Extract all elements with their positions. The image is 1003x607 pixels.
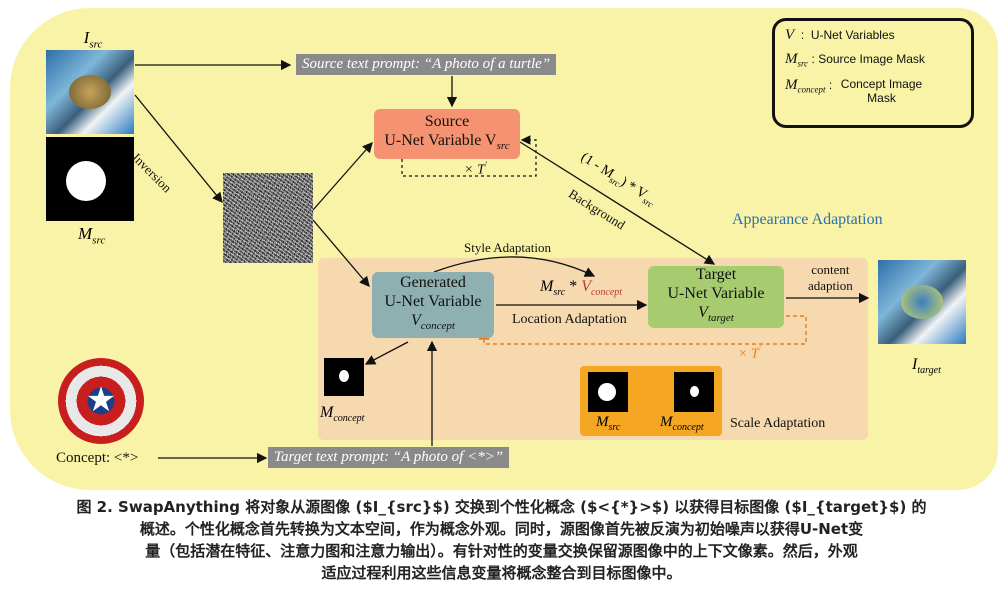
star-icon: ★ <box>85 382 117 419</box>
caption-line-3: 量（包括潜在特征、注意力图和注意力输出）。有针对性的变量交换保留源图像中的上下文… <box>145 542 858 560</box>
style-adaptation-label: Style Adaptation <box>464 240 552 255</box>
appearance-adaptation-label: Appearance Adaptation <box>732 211 883 228</box>
location-formula: Msrc * Vconcept <box>540 278 623 299</box>
target-unet-variable-box: Target U-Net Variable Vtarget <box>648 266 784 328</box>
times-t-right: × T′ <box>738 344 761 362</box>
i-target-label: Itarget <box>912 356 941 377</box>
scale-src-mask <box>588 372 628 412</box>
scale-m-concept-label: Mconcept <box>660 414 704 433</box>
legend-box: V : U-Net Variables Msrc : Source Image … <box>772 18 974 128</box>
concept-shield-image: ★ <box>58 358 144 444</box>
target-box-variable: Vtarget <box>698 304 734 325</box>
source-box-title: Source <box>424 112 470 130</box>
source-mask-image <box>46 137 134 221</box>
generated-box-title: Generated <box>400 274 466 292</box>
generated-box-subtitle: U-Net Variable <box>384 293 482 311</box>
scale-concept-mask <box>674 372 714 412</box>
i-src-label: Isrc <box>83 28 103 51</box>
source-box-subtitle: U-Net Variable Vsrc <box>384 131 510 153</box>
generated-unet-variable-box: Generated U-Net Variable Vconcept <box>372 272 494 338</box>
concept-mask-small <box>324 358 364 396</box>
caption-line-4: 适应过程利用这些信息变量将概念整合到目标图像中。 <box>321 564 682 582</box>
legend-mconcept-row: Mconcept : Concept Image Mask <box>785 77 923 105</box>
arrow-generated-to-mconcept <box>364 341 409 365</box>
target-box-title: Target <box>695 266 737 284</box>
source-text-prompt: Source text prompt: “A photo of a turtle… <box>296 54 557 75</box>
source-unet-variable-box: Source U-Net Variable Vsrc <box>374 109 520 159</box>
arrow-source-to-target <box>519 141 716 265</box>
target-image <box>878 260 966 344</box>
dashed-loop-target <box>478 315 807 345</box>
scale-m-src-label: Msrc <box>596 414 621 433</box>
scale-adaptation-label: Scale Adaptation <box>730 416 826 431</box>
legend-v-row: V : U-Net Variables <box>785 27 895 43</box>
arrow-noise-to-generated <box>312 219 370 287</box>
target-text-prompt: Target text prompt: “A photo of <*>” <box>268 447 510 468</box>
arrow-noise-to-source <box>312 142 373 211</box>
m-concept-label: Mconcept <box>320 404 365 425</box>
target-box-subtitle: U-Net Variable <box>667 285 765 303</box>
times-t-top: × T′ <box>464 160 487 178</box>
concept-label: Concept: <*> <box>56 450 139 466</box>
initial-noise-image <box>223 173 313 263</box>
arrow-inversion <box>134 94 223 204</box>
source-image <box>46 50 134 134</box>
arrow-style-adaptation <box>433 256 596 277</box>
arrows-layer <box>134 59 870 464</box>
caption-line-1: 图 2. SwapAnything 将对象从源图像 ($I_{src}$) 交换… <box>76 498 927 516</box>
generated-box-variable: Vconcept <box>411 312 455 333</box>
figure-caption: 图 2. SwapAnything 将对象从源图像 ($I_{src}$) 交换… <box>0 496 1003 584</box>
caption-line-2: 概述。个性化概念首先转换为文本空间，作为概念外观。同时，源图像首先被反演为初始噪… <box>139 520 864 538</box>
m-src-label: Msrc <box>78 224 106 247</box>
dashed-loop-source <box>401 135 537 177</box>
legend-msrc-row: Msrc : Source Image Mask <box>785 51 925 69</box>
location-adaptation-label: Location Adaptation <box>512 312 627 327</box>
content-adaption-label: content adaption <box>808 262 853 293</box>
